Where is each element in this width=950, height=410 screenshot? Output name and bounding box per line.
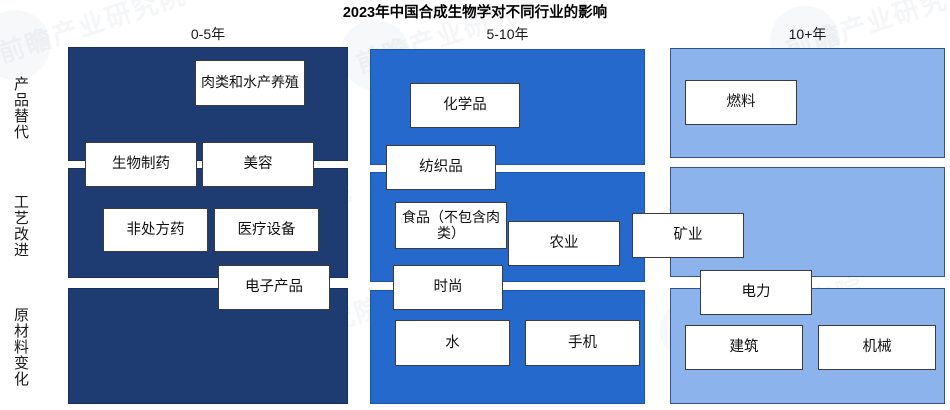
- item-label: 机械: [862, 339, 892, 356]
- item-label: 非处方药: [126, 221, 185, 238]
- item-label: 建筑: [729, 339, 759, 356]
- item-label: 矿业: [673, 227, 703, 244]
- item-label: 医疗设备: [237, 221, 296, 238]
- item-label: 生物制药: [112, 156, 170, 173]
- item-box-fashion[interactable]: 时尚: [393, 265, 503, 310]
- column-header-10-plus: 10+年: [788, 26, 827, 42]
- item-box-textiles[interactable]: 纺织品: [386, 145, 496, 190]
- item-box-chemicals[interactable]: 化学品: [410, 83, 520, 128]
- item-box-construction[interactable]: 建筑: [685, 325, 803, 370]
- item-label: 手机: [568, 334, 597, 351]
- item-box-fuel[interactable]: 燃料: [685, 80, 797, 125]
- item-box-water[interactable]: 水: [395, 320, 510, 366]
- item-box-otc-drugs[interactable]: 非处方药: [103, 208, 208, 252]
- item-box-agriculture[interactable]: 农业: [508, 221, 620, 266]
- row-label-raw-material-change: 原材料变化: [12, 307, 29, 387]
- page-title: 2023年中国合成生物学对不同行业的影响: [342, 5, 608, 21]
- item-label: 食品（不包含肉类）: [402, 208, 500, 241]
- band-10-plus-product-substitution: [670, 48, 945, 158]
- column-header-0-5: 0-5年: [190, 26, 226, 42]
- item-box-electric-power[interactable]: 电力: [700, 270, 812, 315]
- item-label: 电力: [741, 284, 771, 301]
- item-label: 肉类和水产养殖: [201, 74, 299, 91]
- item-box-biopharma[interactable]: 生物制药: [85, 142, 197, 187]
- row-label-process-improvement: 工艺改进: [12, 194, 29, 258]
- item-box-medical-devices[interactable]: 医疗设备: [214, 208, 319, 252]
- item-label: 美容: [243, 156, 273, 173]
- item-box-mobile-phones[interactable]: 手机: [525, 320, 640, 366]
- item-label: 化学品: [443, 97, 487, 114]
- item-box-food-excl-meat[interactable]: 食品（不包含肉类）: [395, 202, 507, 249]
- item-box-beauty[interactable]: 美容: [202, 142, 314, 187]
- item-label: 时尚: [433, 279, 463, 296]
- item-label: 电子产品: [245, 279, 303, 296]
- item-box-electronics[interactable]: 电子产品: [218, 265, 330, 310]
- row-label-product-substitution: 产品替代: [12, 76, 29, 140]
- item-label: 水: [445, 334, 460, 351]
- item-box-meat-aquaculture[interactable]: 肉类和水产养殖: [195, 60, 305, 106]
- item-box-mining[interactable]: 矿业: [632, 213, 744, 258]
- column-header-5-10: 5-10年: [486, 26, 529, 42]
- item-label: 农业: [549, 235, 579, 252]
- item-box-machinery[interactable]: 机械: [818, 325, 936, 370]
- item-label: 纺织品: [419, 159, 463, 176]
- item-label: 燃料: [726, 94, 756, 111]
